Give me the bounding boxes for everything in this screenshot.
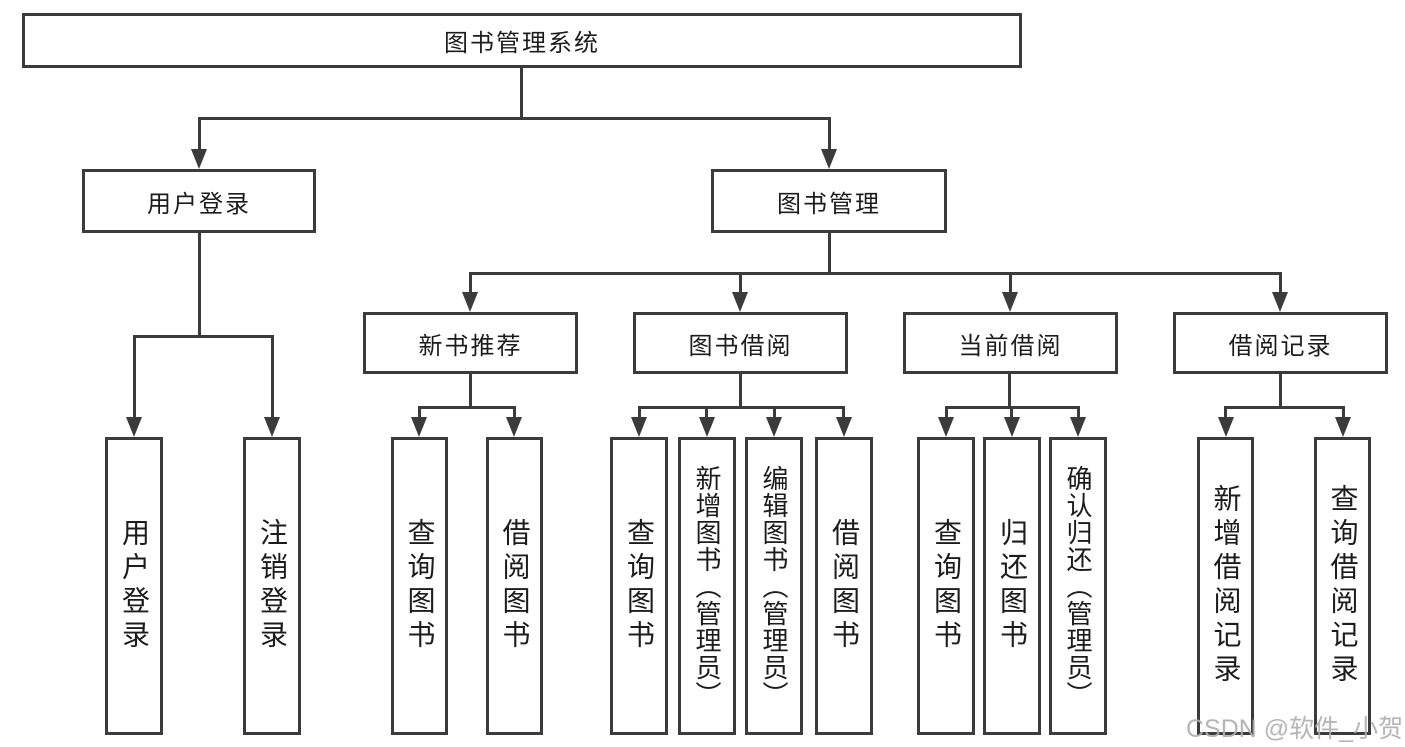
node-new-book-recommend-label: 新书推荐 [418,332,523,360]
arrow-down-icon [1070,417,1086,437]
connector-line [133,335,136,419]
leaf-bb-borrow-books: 借阅图书 [815,437,873,735]
arrow-down-icon [1004,417,1020,437]
leaf-bb-query-books-label: 查询图书 [624,518,655,654]
node-root: 图书管理系统 [22,13,1022,68]
arrow-down-icon [264,417,280,437]
node-book-borrow: 图书借阅 [633,312,848,374]
leaf-cb-query-books: 查询图书 [917,437,975,735]
leaf-bb-edit-books-admin-label: 编辑图书（管理员） [759,464,789,708]
connector-line [828,117,831,151]
arrow-down-icon [766,417,782,437]
connector-line [945,406,948,419]
connector-line [1077,406,1080,419]
leaf-br-add-record: 新增借阅记录 [1197,437,1254,735]
leaf-cb-return-books: 归还图书 [983,437,1041,735]
connector-line [1224,406,1345,409]
leaf-cb-confirm-return-admin-label: 确认归还（管理员） [1063,464,1093,708]
leaf-nb-borrow-books-label: 借阅图书 [499,518,531,654]
node-book-borrow-label: 图书借阅 [688,332,793,360]
leaf-user-login: 用户登录 [105,437,163,735]
leaf-br-query-record-label: 查询借阅记录 [1327,484,1359,688]
connector-line [1010,406,1013,419]
connector-line [1279,374,1282,406]
leaf-bb-query-books: 查询图书 [610,437,668,735]
arrow-down-icon [462,292,478,312]
arrow-down-icon [821,149,837,169]
connector-line [638,406,641,419]
arrow-down-icon [938,417,954,437]
arrow-down-icon [1335,417,1351,437]
connector-line [198,117,201,151]
leaf-cb-return-books-label: 归还图书 [997,518,1028,654]
connector-line [133,335,274,338]
arrow-down-icon [836,417,852,437]
node-new-book-recommend: 新书推荐 [363,312,578,374]
connector-line [1342,406,1345,419]
connector-line [469,374,472,406]
node-book-management-label: 图书管理 [777,190,881,218]
connector-line [739,272,742,294]
connector-line [469,272,1282,275]
connector-line [198,233,201,335]
arrow-down-icon [1002,292,1018,312]
leaf-bb-add-books-admin-label: 新增图书（管理员） [692,464,722,708]
connector-line [842,406,845,419]
arrow-down-icon [126,417,142,437]
connector-line [469,272,472,294]
leaf-bb-add-books-admin: 新增图书（管理员） [678,437,736,735]
node-user-login-label: 用户登录 [147,190,251,218]
connector-line [1008,374,1011,406]
connector-line [513,406,516,419]
connector-line [739,374,742,406]
leaf-logout: 注销登录 [243,437,301,735]
connector-line [705,406,708,419]
node-current-borrow-label: 当前借阅 [958,332,1063,360]
arrow-down-icon [411,417,427,437]
connector-line [271,335,274,419]
connector-line [828,233,831,272]
leaf-br-query-record: 查询借阅记录 [1314,437,1371,735]
arrow-down-icon [631,417,647,437]
node-borrow-records-label: 借阅记录 [1228,332,1333,360]
arrow-down-icon [1272,292,1288,312]
csdn-watermark: CSDN @软件_小贺同学 [1186,715,1405,743]
arrow-down-icon [699,417,715,437]
connector-line [418,406,516,409]
leaf-cb-query-books-label: 查询图书 [931,518,962,654]
connector-line [520,68,523,117]
leaf-logout-label: 注销登录 [257,518,288,654]
leaf-nb-query-books: 查询图书 [391,437,448,735]
connector-line [638,406,845,409]
leaf-cb-confirm-return-admin: 确认归还（管理员） [1049,437,1107,735]
leaf-bb-edit-books-admin: 编辑图书（管理员） [745,437,803,735]
node-current-borrow: 当前借阅 [903,312,1118,374]
connector-line [1279,272,1282,294]
node-root-label: 图书管理系统 [444,30,600,57]
leaf-user-login-label: 用户登录 [119,518,150,654]
leaf-bb-borrow-books-label: 借阅图书 [829,518,860,654]
leaf-nb-borrow-books: 借阅图书 [486,437,543,735]
arrow-down-icon [506,417,522,437]
node-borrow-records: 借阅记录 [1173,312,1388,374]
arrow-down-icon [191,149,207,169]
connector-line [418,406,421,419]
arrow-down-icon [1218,417,1234,437]
connector-line [198,117,831,120]
connector-line [1224,406,1227,419]
arrow-down-icon [732,292,748,312]
connector-line [1009,272,1012,294]
leaf-nb-query-books-label: 查询图书 [404,518,436,654]
node-book-management: 图书管理 [711,169,947,233]
connector-line [773,406,776,419]
leaf-br-add-record-label: 新增借阅记录 [1210,484,1242,688]
node-user-login: 用户登录 [82,169,316,233]
